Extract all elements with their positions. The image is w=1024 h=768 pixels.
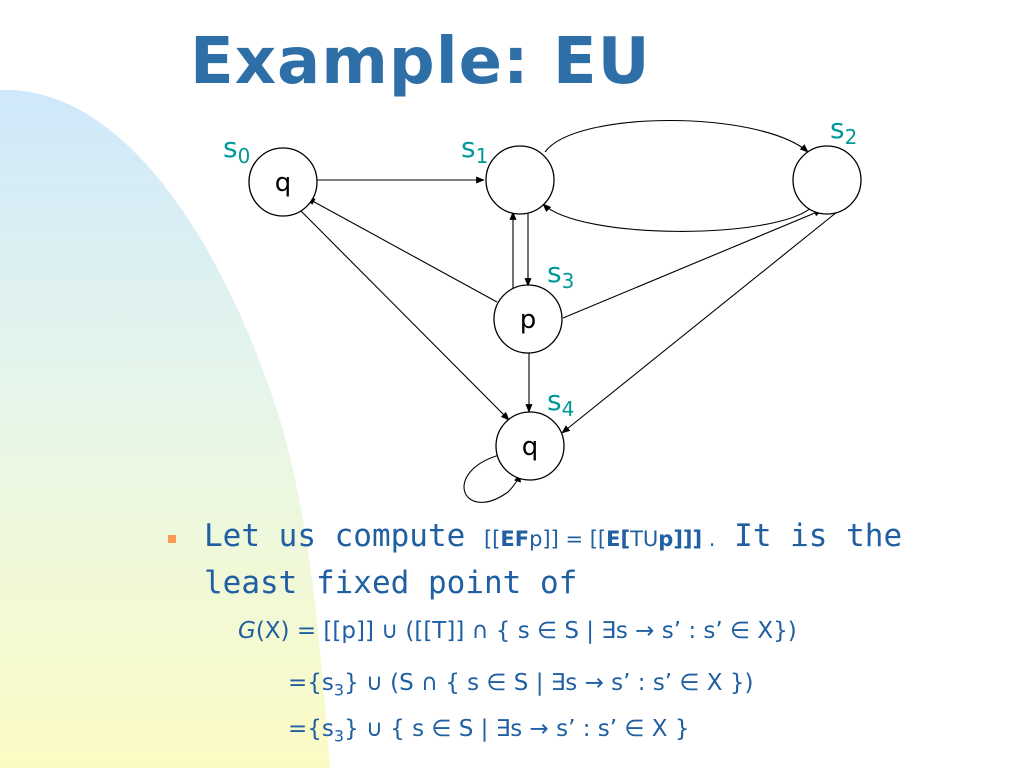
bullet-line-2: least fixed point of [204, 565, 578, 601]
state-label-s0: s0 [223, 131, 250, 168]
node-s0 [248, 147, 318, 217]
edge-s3-s2 [562, 209, 823, 319]
node-s1 [485, 145, 555, 215]
edge-s2-s4 [561, 211, 838, 434]
state-label-s4: s4 [547, 384, 574, 421]
equation-line-2: ={s3} ∪ (S ∩ { s ∈ S | ∃s → s’ : s’ ∈ X … [288, 670, 754, 700]
slide-title: Example: EU [190, 25, 651, 99]
edge-s0-s4 [298, 208, 510, 421]
state-label-s1: s1 [461, 131, 488, 168]
edge-s4-s4 [463, 453, 521, 503]
node-s2 [792, 145, 862, 215]
edge-s1-s2 [544, 119, 809, 153]
bullet-text: Let us compute [[EFp]] = [[E[TUp]]] . It… [204, 514, 1014, 605]
node-s3-label: p [520, 305, 537, 335]
state-label-s3: s3 [547, 256, 574, 293]
equation-line-1: G(X) = [[p]] ∪ ([[T]] ∩ { s ∈ S | ∃s → s… [238, 618, 797, 644]
edge-s3-s0 [306, 197, 498, 303]
node-s0-label: q [275, 168, 292, 198]
state-label-s2: s2 [830, 112, 857, 149]
edge-s2-s1 [542, 203, 813, 232]
bullet-line-1: Let us compute [[EFp]] = [[E[TUp]]] . It… [204, 518, 903, 554]
node-s3 [493, 284, 563, 354]
formula-ef: [[EFp]] = [[E[TUp]]] . [483, 527, 716, 551]
node-s4 [495, 411, 565, 481]
bullet-marker [168, 535, 176, 543]
node-s4-label: q [522, 432, 539, 462]
equation-line-3: ={s3} ∪ { s ∈ S | ∃s → s’ : s’ ∈ X } [288, 716, 690, 746]
